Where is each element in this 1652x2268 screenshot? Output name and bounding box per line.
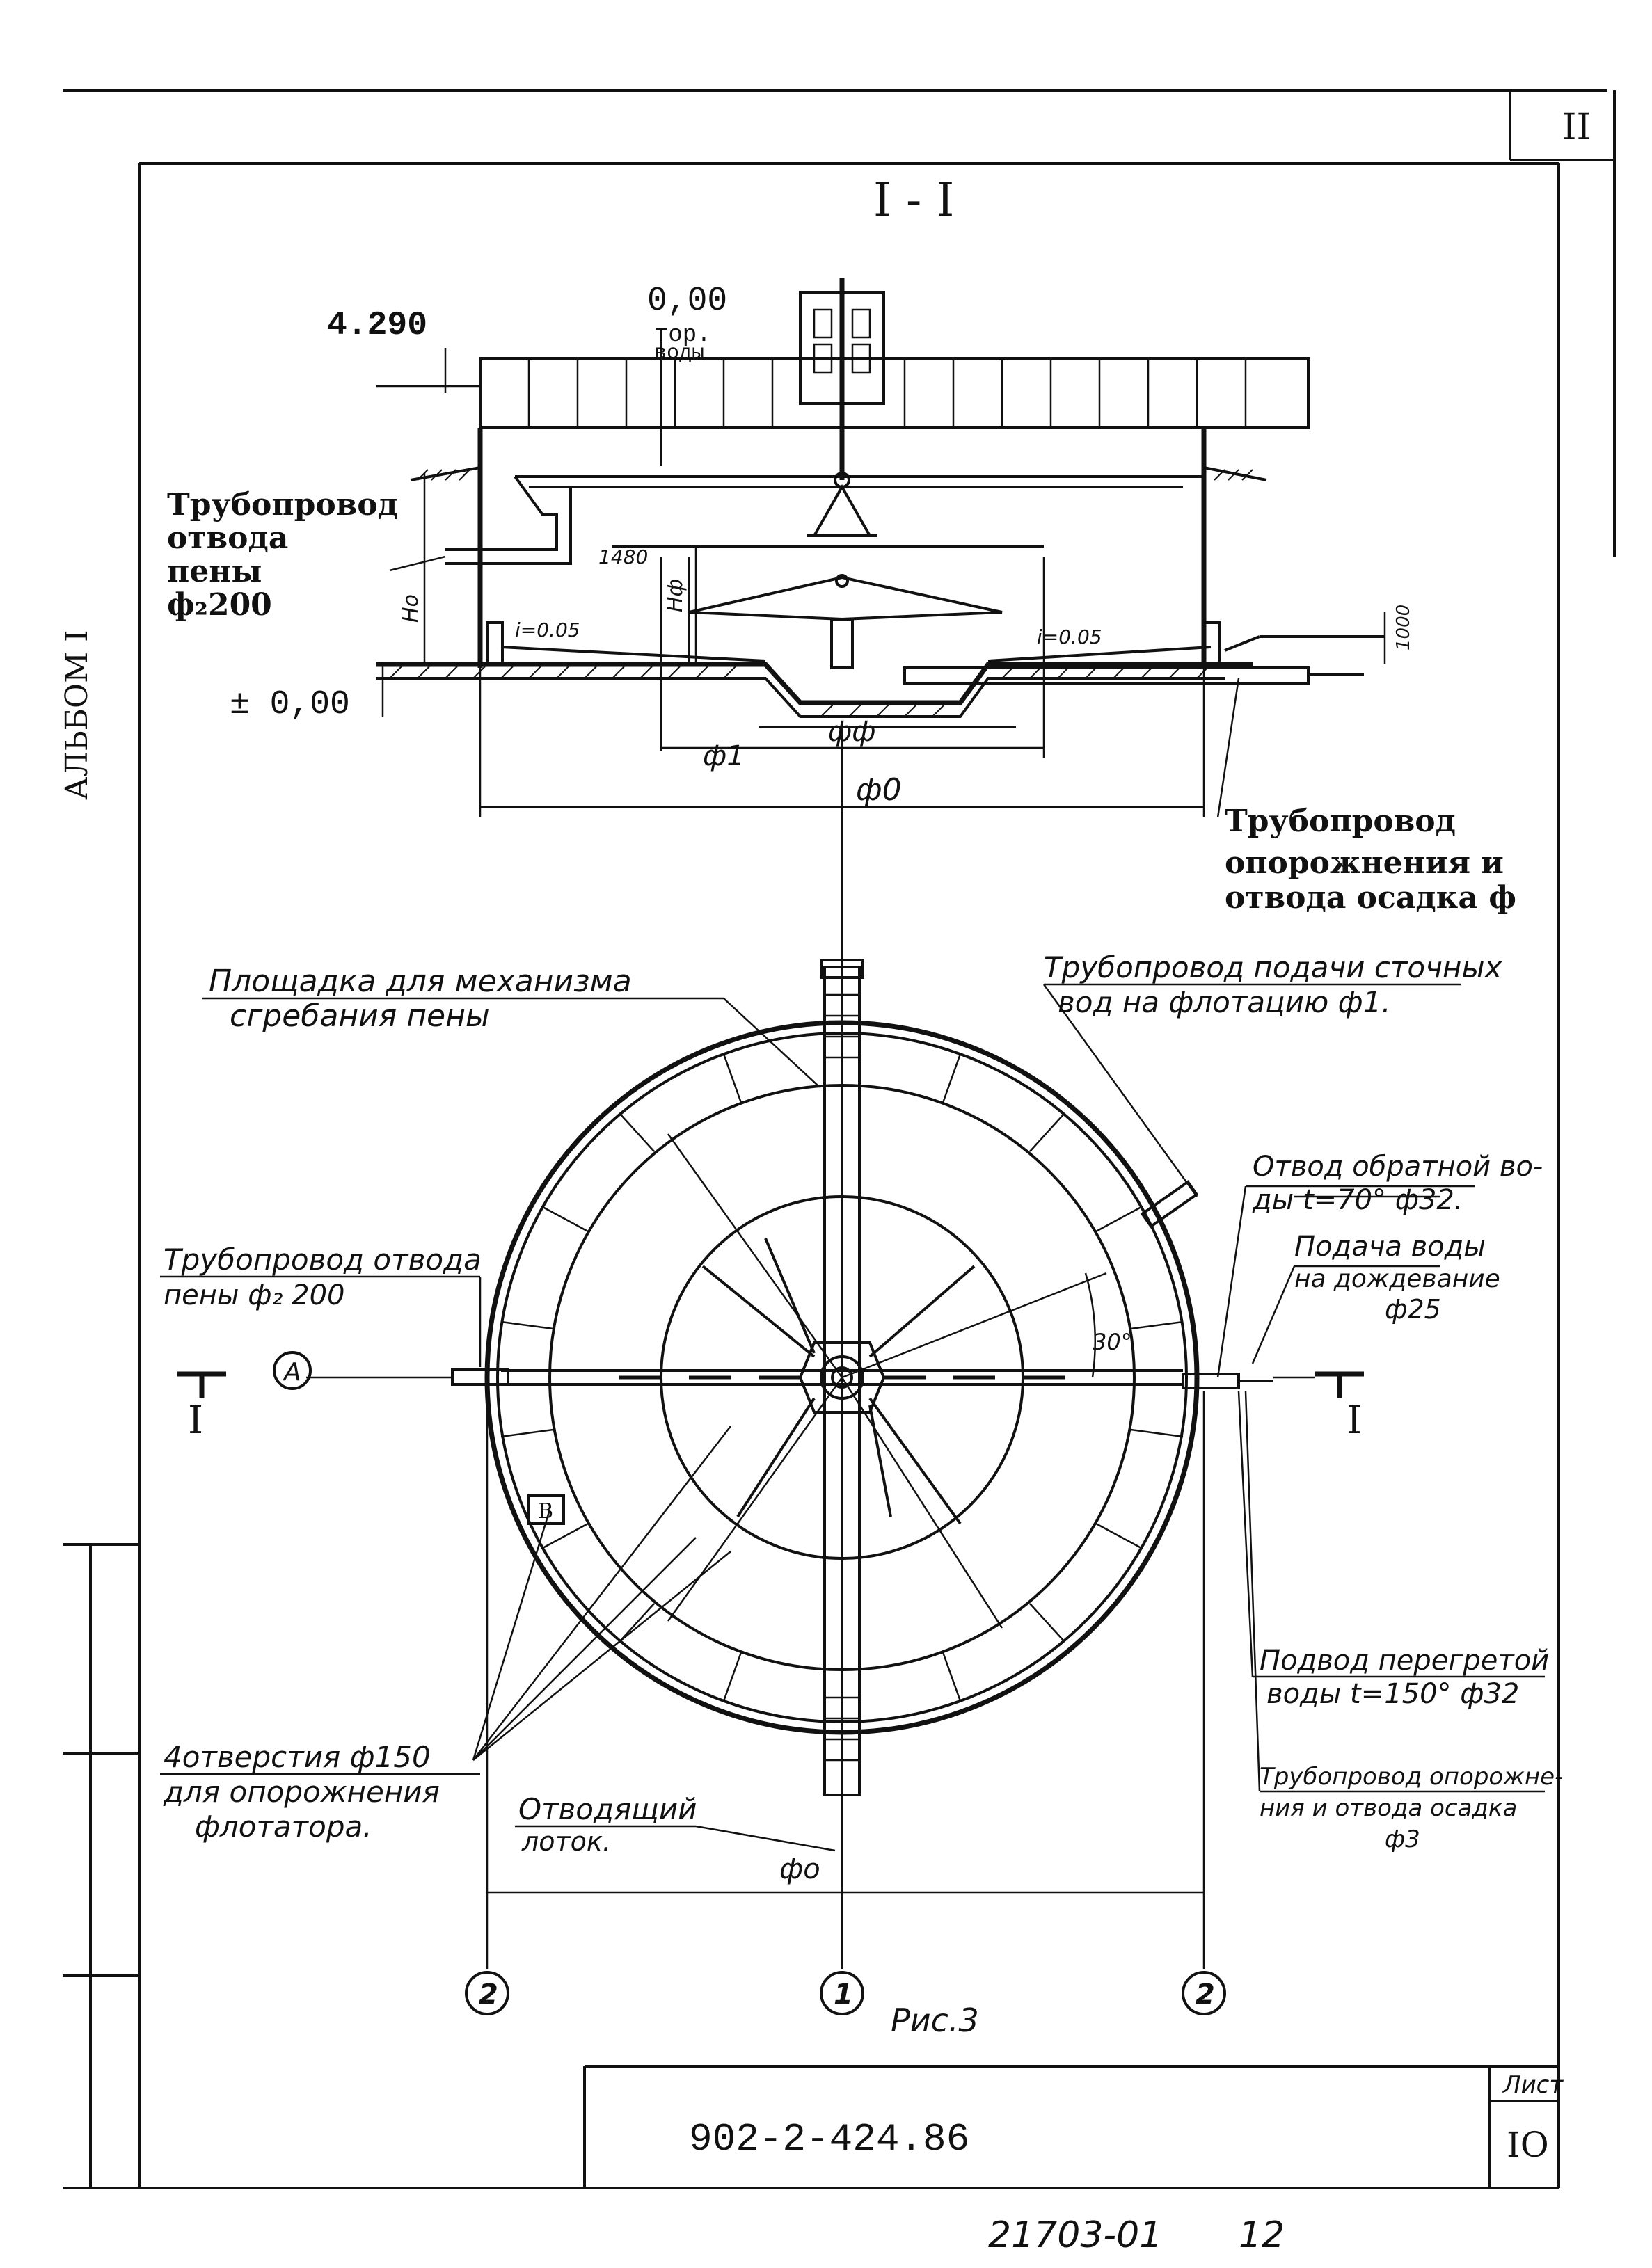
plan-angle: 30°	[1093, 1329, 1132, 1355]
plan-drain-label-3: ф3	[1385, 1826, 1420, 1853]
doc-code: 902-2-424.86	[689, 2117, 969, 2162]
axis-left: 2	[479, 1979, 498, 2011]
plan-holes-label-3: флотатора.	[195, 1810, 372, 1844]
section-mark-right: I	[1347, 1398, 1362, 1443]
sheet-number: IO	[1507, 2125, 1549, 2165]
plan-return-label-2: ды t=70° ф32.	[1252, 1184, 1463, 1216]
marker-a: A	[283, 1358, 301, 1387]
corner-number: II	[1562, 106, 1591, 148]
plan-feed-label-1: Трубопровод подачи сточных	[1044, 950, 1503, 984]
dim-d0: ф0	[856, 772, 902, 808]
bottom-code: 21703-01	[988, 2214, 1162, 2256]
plan-hot-label-1: Подвод перегретой	[1260, 1645, 1549, 1677]
sheet-label: Лист	[1502, 2071, 1564, 2099]
slope-left: i=0.05	[515, 618, 580, 641]
level-zero: ± 0,00	[230, 686, 350, 724]
section-mark-left: I	[188, 1398, 203, 1443]
plan-view	[160, 904, 1545, 2015]
plan-outlet-label-2: лоток.	[521, 1826, 611, 1857]
plan-holes-label-2: для опорожнения	[163, 1775, 440, 1809]
section-foam-pipe-label-4: ф₂200	[167, 587, 272, 623]
section-drain-pipe-label-1: Трубопровод	[1225, 804, 1456, 839]
section-view: I - I	[376, 173, 1386, 904]
section-drain-pipe-label-3: отвода осадка ф	[1225, 880, 1516, 916]
plan-foam-label-2: пены ф₂ 200	[164, 1279, 345, 1311]
plan-holes-label-1: 4отверстия ф150	[164, 1740, 431, 1774]
level-water-note-1: тор.	[654, 322, 711, 349]
dim-1480: 1480	[598, 545, 648, 568]
section-foam-pipe-label-3: пены	[167, 554, 262, 589]
plan-drain-label-2: ния и отвода осадка	[1260, 1794, 1517, 1822]
plan-rain-label-1: Подача воды	[1294, 1231, 1486, 1263]
plan-platform-label-2: сгребания пены	[230, 998, 490, 1034]
dim-h0: Hо	[399, 594, 423, 623]
album-label: АЛЬБОМ I	[59, 630, 95, 800]
dim-1000: 1000	[1393, 605, 1414, 650]
section-foam-pipe-label-1: Трубопровод	[167, 487, 398, 522]
plan-platform-label-1: Площадка для механизма	[209, 964, 632, 999]
plan-feed-label-2: вод на флотацию ф1.	[1058, 985, 1391, 1019]
dim-df: фф	[828, 716, 875, 748]
section-foam-pipe-label-2: отвода	[167, 520, 288, 556]
plan-dim-d0: фо	[779, 1853, 820, 1885]
slope-right: i=0.05	[1037, 625, 1102, 648]
dim-d1: ф1	[703, 740, 745, 772]
level-water: 0,00	[647, 282, 727, 320]
plan-rain-label-2: на дождевание	[1294, 1265, 1500, 1293]
axis-right: 2	[1196, 1979, 1215, 2011]
level-top: 4.290	[327, 307, 427, 344]
sheet-frame	[63, 89, 1616, 2189]
figure-caption: Рис.3	[891, 2002, 979, 2039]
bottom-page: 12	[1239, 2214, 1285, 2256]
plan-drain-label-1: Трубопровод опорожне-	[1260, 1763, 1563, 1791]
section-title: I - I	[873, 173, 954, 227]
plan-return-label-1: Отвод обратной во-	[1253, 1151, 1543, 1183]
plan-rain-label-3: ф25	[1385, 1294, 1441, 1325]
plan-outlet-label-1: Отводящий	[518, 1792, 697, 1826]
marker-b: B	[538, 1499, 553, 1524]
plan-hot-label-2: воды t=150° ф32	[1266, 1678, 1519, 1710]
level-water-note-2: воды	[654, 342, 704, 365]
section-drain-pipe-label-2: опорожнения и	[1225, 845, 1504, 881]
plan-foam-label-1: Трубопровод отвода	[164, 1243, 482, 1277]
dim-hf: Hф	[663, 579, 688, 612]
axis-center: 1	[834, 1979, 853, 2011]
